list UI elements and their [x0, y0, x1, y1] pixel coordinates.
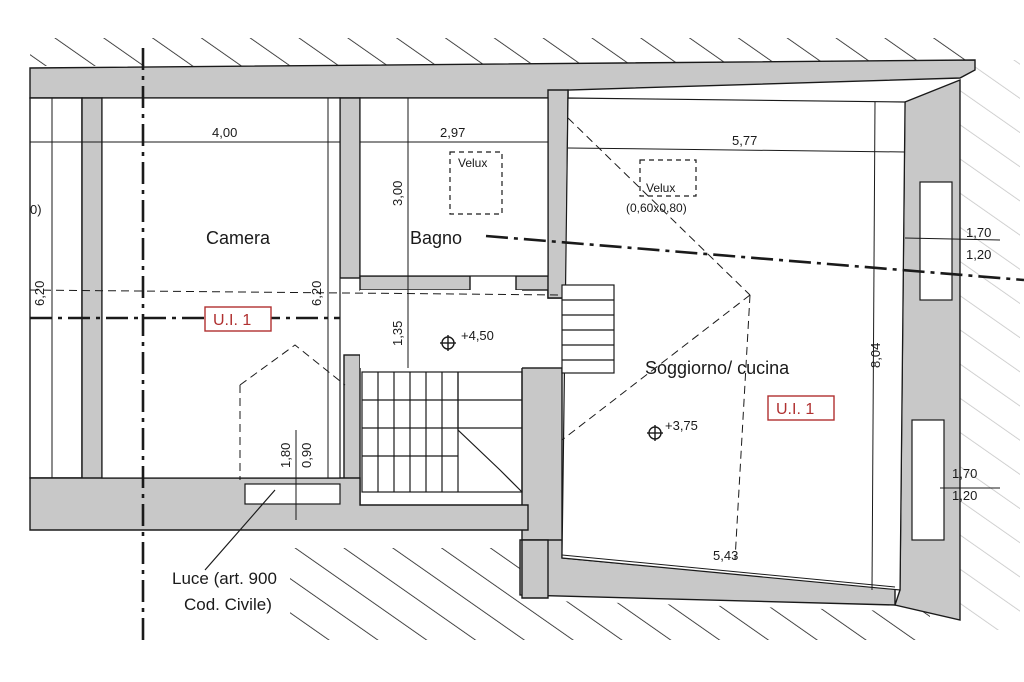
camera-floor: [101, 97, 341, 479]
axis-lines: [30, 48, 1024, 640]
dim-window-height: 1,80: [278, 443, 293, 468]
unit-label-box-right: [767, 395, 835, 421]
dim-right-win-top-a: 1,70: [966, 225, 991, 240]
dim-right-win-bot-b: 1,20: [952, 488, 977, 503]
dim-soggiorno-width: 5,77: [732, 133, 757, 148]
dim-left-cut: 0): [30, 202, 42, 217]
corridor-floor: [360, 290, 522, 368]
unit-label-box-left: [204, 306, 272, 332]
dim-camera-width: 4,00: [212, 125, 237, 140]
note-luce-line2: Cod. Civile): [184, 595, 272, 614]
level-label-upper: +4,50: [461, 328, 494, 343]
level-label-lower: +3,75: [665, 418, 698, 433]
level-marker-upper: [440, 335, 456, 351]
east-windows: [911, 181, 953, 541]
dim-right-win-bot-a: 1,70: [952, 466, 977, 481]
wall-camera-right: [339, 97, 361, 279]
velux-bagno: [449, 151, 503, 215]
wall-soggiorno-west: [547, 89, 569, 299]
dim-bagno-depth: 3,00: [390, 181, 405, 206]
dim-right-win-top-b: 1,20: [966, 247, 991, 262]
window-camera-south: [244, 483, 341, 505]
room-label-soggiorno: Soggiorno/ cucina: [645, 358, 790, 378]
velux-soggiorno: [639, 159, 697, 197]
room-label-bagno: Bagno: [410, 228, 462, 248]
hatched-neighbour-areas: [30, 38, 1020, 640]
stair-lower: [361, 371, 523, 493]
velux-size-soggiorno: (0,60x0,80): [626, 201, 687, 215]
dim-left-depth: 6,20: [32, 281, 47, 306]
velux-outlines: [449, 151, 697, 215]
level-marker-lower: [647, 425, 663, 441]
unit-label-right: U.I. 1: [776, 401, 814, 418]
note-luce-line1: Luce (art. 900: [172, 569, 277, 588]
stair-upper: [561, 284, 615, 374]
wall-camera-left: [81, 97, 103, 499]
dim-window-width: 0,90: [299, 443, 314, 468]
wall-bagno-bottom: [359, 275, 471, 291]
dim-camera-depth: 6,20: [309, 281, 324, 306]
velux-label-bagno: Velux: [458, 156, 487, 170]
window-east-lower: [911, 419, 945, 541]
dimension-lines: [30, 98, 1001, 591]
dim-soggiorno-depth: 8,04: [868, 343, 883, 368]
luce-leader-line: [204, 489, 276, 571]
dim-bagno-width: 2,97: [440, 125, 465, 140]
room-label-camera: Camera: [206, 228, 271, 248]
velux-label-soggiorno: Velux: [646, 181, 675, 195]
window-east-upper: [919, 181, 953, 301]
wall-soggiorno-southwest: [521, 539, 549, 599]
dim-soggiorno-bottom-width: 5,43: [713, 548, 738, 563]
soggiorno-floor: [561, 97, 906, 591]
dim-corridor-depth: 1,35: [390, 321, 405, 346]
unit-label-left: U.I. 1: [213, 312, 251, 329]
